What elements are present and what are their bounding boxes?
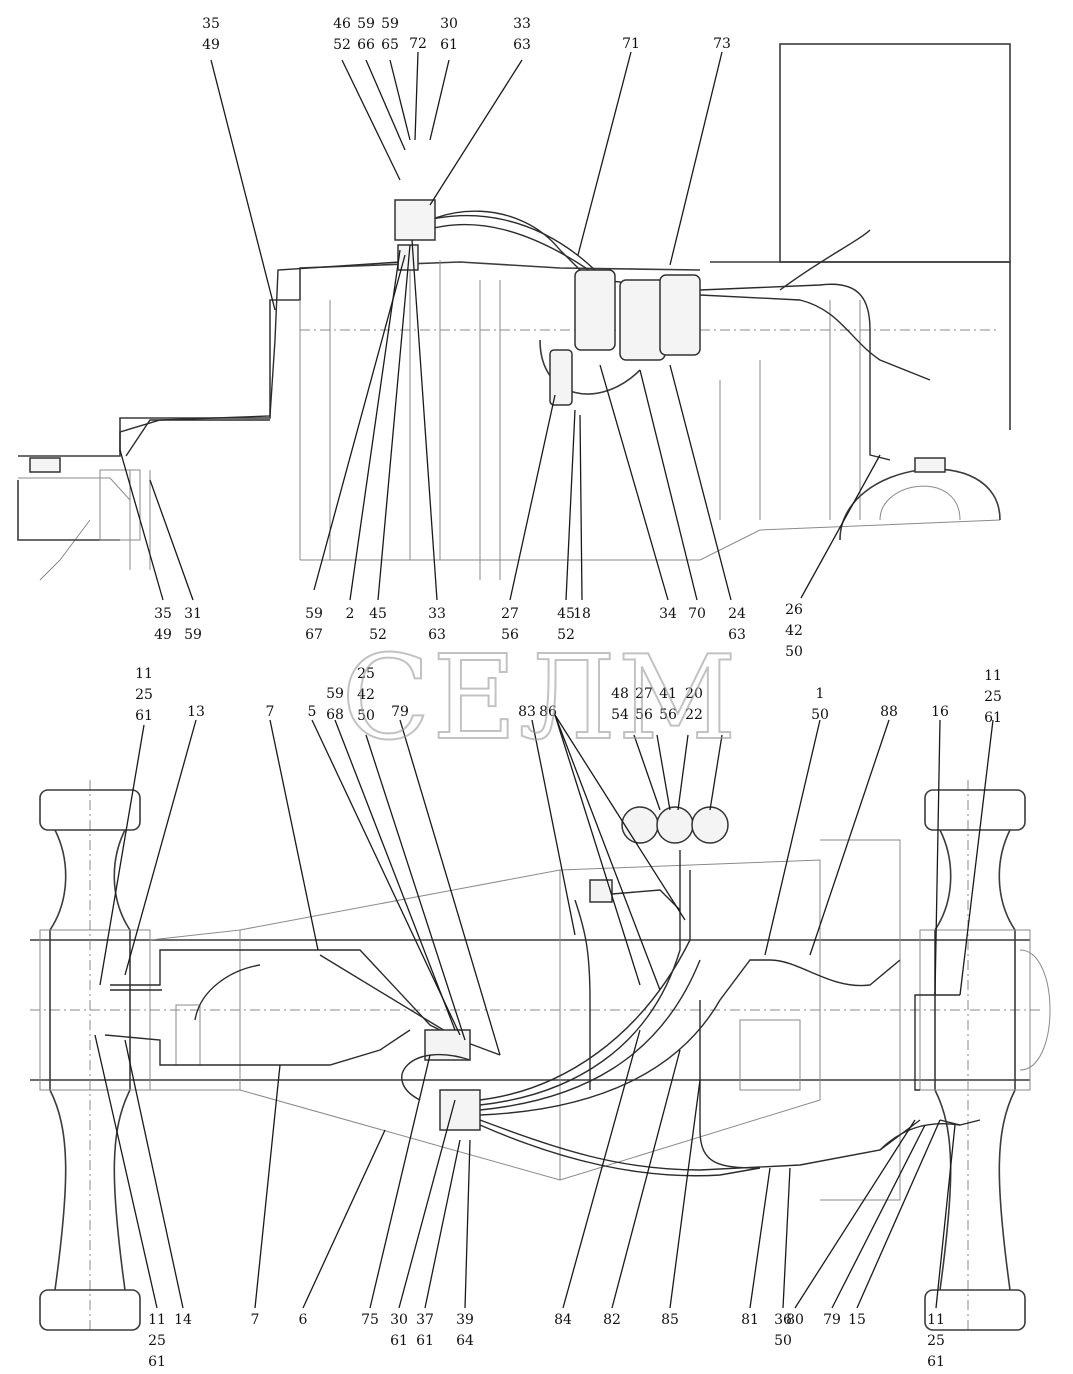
callout-t18-line-0: 18 bbox=[573, 606, 591, 622]
leader-lines bbox=[94, 51, 994, 1309]
callout-t10-line-1: 49 bbox=[154, 627, 172, 643]
callout-t2-line-0: 46 bbox=[333, 16, 351, 32]
callout-b34-line-2: 61 bbox=[927, 1354, 945, 1370]
callout-t22-line-2: 50 bbox=[785, 644, 803, 660]
callout-b25-line-1: 64 bbox=[456, 1333, 474, 1349]
callout-b30-line-0: 36 bbox=[774, 1312, 792, 1328]
callout-t16-line-1: 56 bbox=[501, 627, 519, 643]
callout-t15-line-1: 63 bbox=[428, 627, 446, 643]
callout-b17-line-2: 61 bbox=[984, 710, 1002, 726]
callout-t12-line-0: 59 bbox=[305, 606, 323, 622]
callout-b30-line-1: 50 bbox=[774, 1333, 792, 1349]
callout-t7-line-0: 33 bbox=[513, 16, 531, 32]
callout-b5-line-0: 59 bbox=[326, 686, 344, 702]
callout-t19-line-0: 34 bbox=[659, 606, 677, 622]
callout-t16-line-0: 27 bbox=[501, 606, 519, 622]
callout-b7-line-0: 79 bbox=[391, 704, 409, 720]
callout-b6-line-2: 50 bbox=[357, 708, 375, 724]
callout-t21-line-0: 24 bbox=[728, 606, 746, 622]
callout-b29-line-0: 81 bbox=[741, 1312, 759, 1328]
callout-t11-line-1: 59 bbox=[184, 627, 202, 643]
callout-b18-line-2: 61 bbox=[148, 1354, 166, 1370]
callout-t14-line-0: 45 bbox=[369, 606, 387, 622]
callout-b11-line-0: 27 bbox=[635, 686, 653, 702]
callout-b24-line-0: 37 bbox=[416, 1312, 434, 1328]
callout-b32-line-0: 79 bbox=[823, 1312, 841, 1328]
callout-t10-line-0: 35 bbox=[154, 606, 172, 622]
callout-b1-line-0: 11 bbox=[135, 666, 153, 682]
callout-b10-line-0: 48 bbox=[611, 686, 629, 702]
callout-t13-line-0: 2 bbox=[346, 606, 355, 622]
callout-b34-line-1: 25 bbox=[927, 1333, 945, 1349]
callout-t4-line-0: 59 bbox=[381, 16, 399, 32]
callout-b12-line-0: 41 bbox=[659, 686, 677, 702]
callout-b2-line-0: 13 bbox=[187, 704, 205, 720]
callout-b18-line-1: 25 bbox=[148, 1333, 166, 1349]
callout-t7-line-1: 63 bbox=[513, 37, 531, 53]
callout-b15-line-0: 88 bbox=[880, 704, 898, 720]
callout-t3-line-1: 66 bbox=[357, 37, 375, 53]
callout-t2-line-1: 52 bbox=[333, 37, 351, 53]
callout-b18-line-0: 11 bbox=[148, 1312, 166, 1328]
callout-b5-line-1: 68 bbox=[326, 707, 344, 723]
callout-b24-line-1: 61 bbox=[416, 1333, 434, 1349]
callout-t11-line-0: 31 bbox=[184, 606, 202, 622]
plan-view-drawing bbox=[30, 780, 1051, 1331]
callout-b25-line-0: 39 bbox=[456, 1312, 474, 1328]
callout-t17-line-1: 52 bbox=[557, 627, 575, 643]
side-view-drawing bbox=[17, 43, 1011, 581]
callout-b26-line-0: 84 bbox=[554, 1312, 572, 1328]
callout-t5-line-0: 72 bbox=[409, 36, 427, 52]
watermark-logo: СЕЛМ bbox=[341, 631, 738, 766]
callout-t6-line-1: 61 bbox=[440, 37, 458, 53]
callout-t20-line-0: 70 bbox=[688, 606, 706, 622]
callout-b17-line-0: 11 bbox=[984, 668, 1002, 684]
callout-t1-line-0: 35 bbox=[202, 16, 220, 32]
callout-b4-line-0: 5 bbox=[308, 704, 317, 720]
callout-t1-line-1: 49 bbox=[202, 37, 220, 53]
callout-t22-line-1: 42 bbox=[785, 623, 803, 639]
callout-t17-line-0: 45 bbox=[557, 606, 575, 622]
callout-b27-line-0: 82 bbox=[603, 1312, 621, 1328]
callout-b14-line-0: 1 bbox=[816, 686, 825, 702]
callout-b20-line-0: 7 bbox=[251, 1312, 260, 1328]
callout-t6-line-0: 30 bbox=[440, 16, 458, 32]
callout-t14-line-1: 52 bbox=[369, 627, 387, 643]
callout-b9-line-0: 86 bbox=[539, 704, 557, 720]
callout-t22-line-0: 26 bbox=[785, 602, 803, 618]
callout-b1-line-1: 25 bbox=[135, 687, 153, 703]
callout-b31-line-0: 80 bbox=[786, 1312, 804, 1328]
callout-b11-line-1: 56 bbox=[635, 707, 653, 723]
callout-t4-line-1: 65 bbox=[381, 37, 399, 53]
callout-t12-line-1: 67 bbox=[305, 627, 323, 643]
callout-b17-line-1: 25 bbox=[984, 689, 1002, 705]
callout-b22-line-0: 75 bbox=[361, 1312, 379, 1328]
callout-b13-line-1: 22 bbox=[685, 707, 703, 723]
callout-b3-line-0: 7 bbox=[266, 704, 275, 720]
callout-b8-line-0: 83 bbox=[518, 704, 536, 720]
callout-b16-line-0: 16 bbox=[931, 704, 949, 720]
callout-b10-line-1: 54 bbox=[611, 707, 629, 723]
callout-b6-line-1: 42 bbox=[357, 687, 375, 703]
callout-b13-line-0: 20 bbox=[685, 686, 703, 702]
callout-b1-line-2: 61 bbox=[135, 708, 153, 724]
callout-t21-line-1: 63 bbox=[728, 627, 746, 643]
callout-b34-line-0: 11 bbox=[927, 1312, 945, 1328]
callout-b21-line-0: 6 bbox=[299, 1312, 308, 1328]
callout-b14-line-1: 50 bbox=[811, 707, 829, 723]
callout-b23-line-0: 30 bbox=[390, 1312, 408, 1328]
callout-t3-line-0: 59 bbox=[357, 16, 375, 32]
callout-b33-line-0: 15 bbox=[848, 1312, 866, 1328]
callout-t15-line-0: 33 bbox=[428, 606, 446, 622]
callout-t9-line-0: 73 bbox=[713, 36, 731, 52]
callout-t8-line-0: 71 bbox=[622, 36, 640, 52]
callout-b6-line-0: 25 bbox=[357, 666, 375, 682]
callout-b23-line-1: 61 bbox=[390, 1333, 408, 1349]
callout-b12-line-1: 56 bbox=[659, 707, 677, 723]
callout-b19-line-0: 14 bbox=[174, 1312, 192, 1328]
callout-b28-line-0: 85 bbox=[661, 1312, 679, 1328]
